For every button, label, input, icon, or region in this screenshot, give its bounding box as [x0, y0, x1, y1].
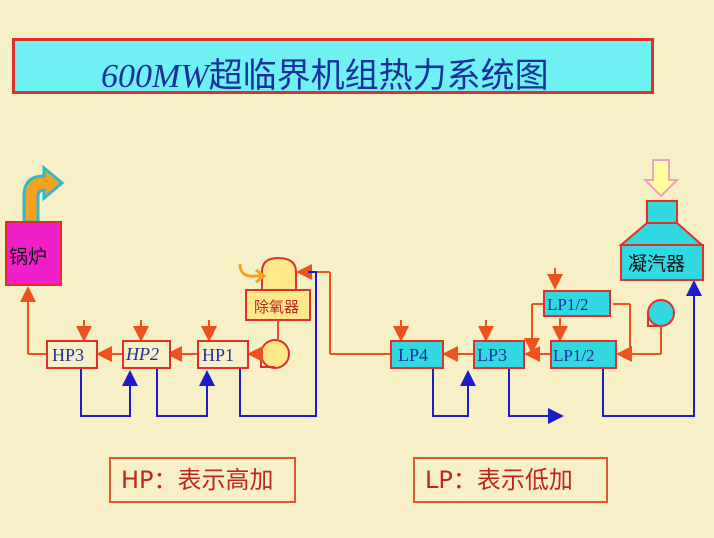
hp2-heater: HP2 — [122, 340, 171, 369]
lp4-label: LP4 — [398, 345, 428, 365]
lp12-bottom-label: LP1/2 — [553, 346, 595, 365]
lp3-heater: LP3 — [473, 340, 525, 369]
hp1-heater: HP1 — [197, 340, 249, 369]
condenser: 凝汽器 — [618, 200, 705, 281]
condensate-pump — [647, 299, 675, 327]
boiler-label: 锅炉 — [9, 246, 47, 268]
hp3-label: HP3 — [52, 345, 84, 365]
feedwater-line — [20, 286, 279, 362]
hp3-heater: HP3 — [46, 340, 98, 369]
title-prefix: 600MW — [101, 58, 209, 95]
condenser-label: 凝汽器 — [628, 253, 685, 275]
page-title: 600MW超临界机组热力系统图 — [101, 48, 549, 97]
drain-lines — [80, 271, 702, 424]
deaerator: 除氧器 — [238, 256, 311, 321]
lp12-top-heater: LP1/2 — [543, 290, 611, 317]
boiler: 锅炉 — [5, 221, 62, 286]
lp4-heater: LP4 — [390, 340, 444, 369]
legend-lp: LP：表示低加 — [413, 457, 608, 503]
lp3-label: LP3 — [477, 345, 507, 365]
title-banner: 600MW超临界机组热力系统图 — [12, 38, 654, 97]
deaerator-label: 除氧器 — [254, 298, 299, 316]
hp1-label: HP1 — [202, 345, 234, 365]
hp2-label: HP2 — [125, 344, 159, 364]
boiler-outlet-arrow — [22, 164, 65, 224]
condensate-line — [296, 264, 662, 362]
legend-hp: HP：表示高加 — [109, 457, 296, 503]
title-main: 超临界机组热力系统图 — [208, 56, 549, 96]
lp12-top-label: LP1/2 — [547, 295, 589, 314]
feedwater-pump — [260, 339, 290, 369]
turbine-exhaust-arrow — [642, 159, 680, 198]
lp12-bottom-heater: LP1/2 — [550, 340, 617, 369]
extraction-arrows — [76, 268, 568, 342]
